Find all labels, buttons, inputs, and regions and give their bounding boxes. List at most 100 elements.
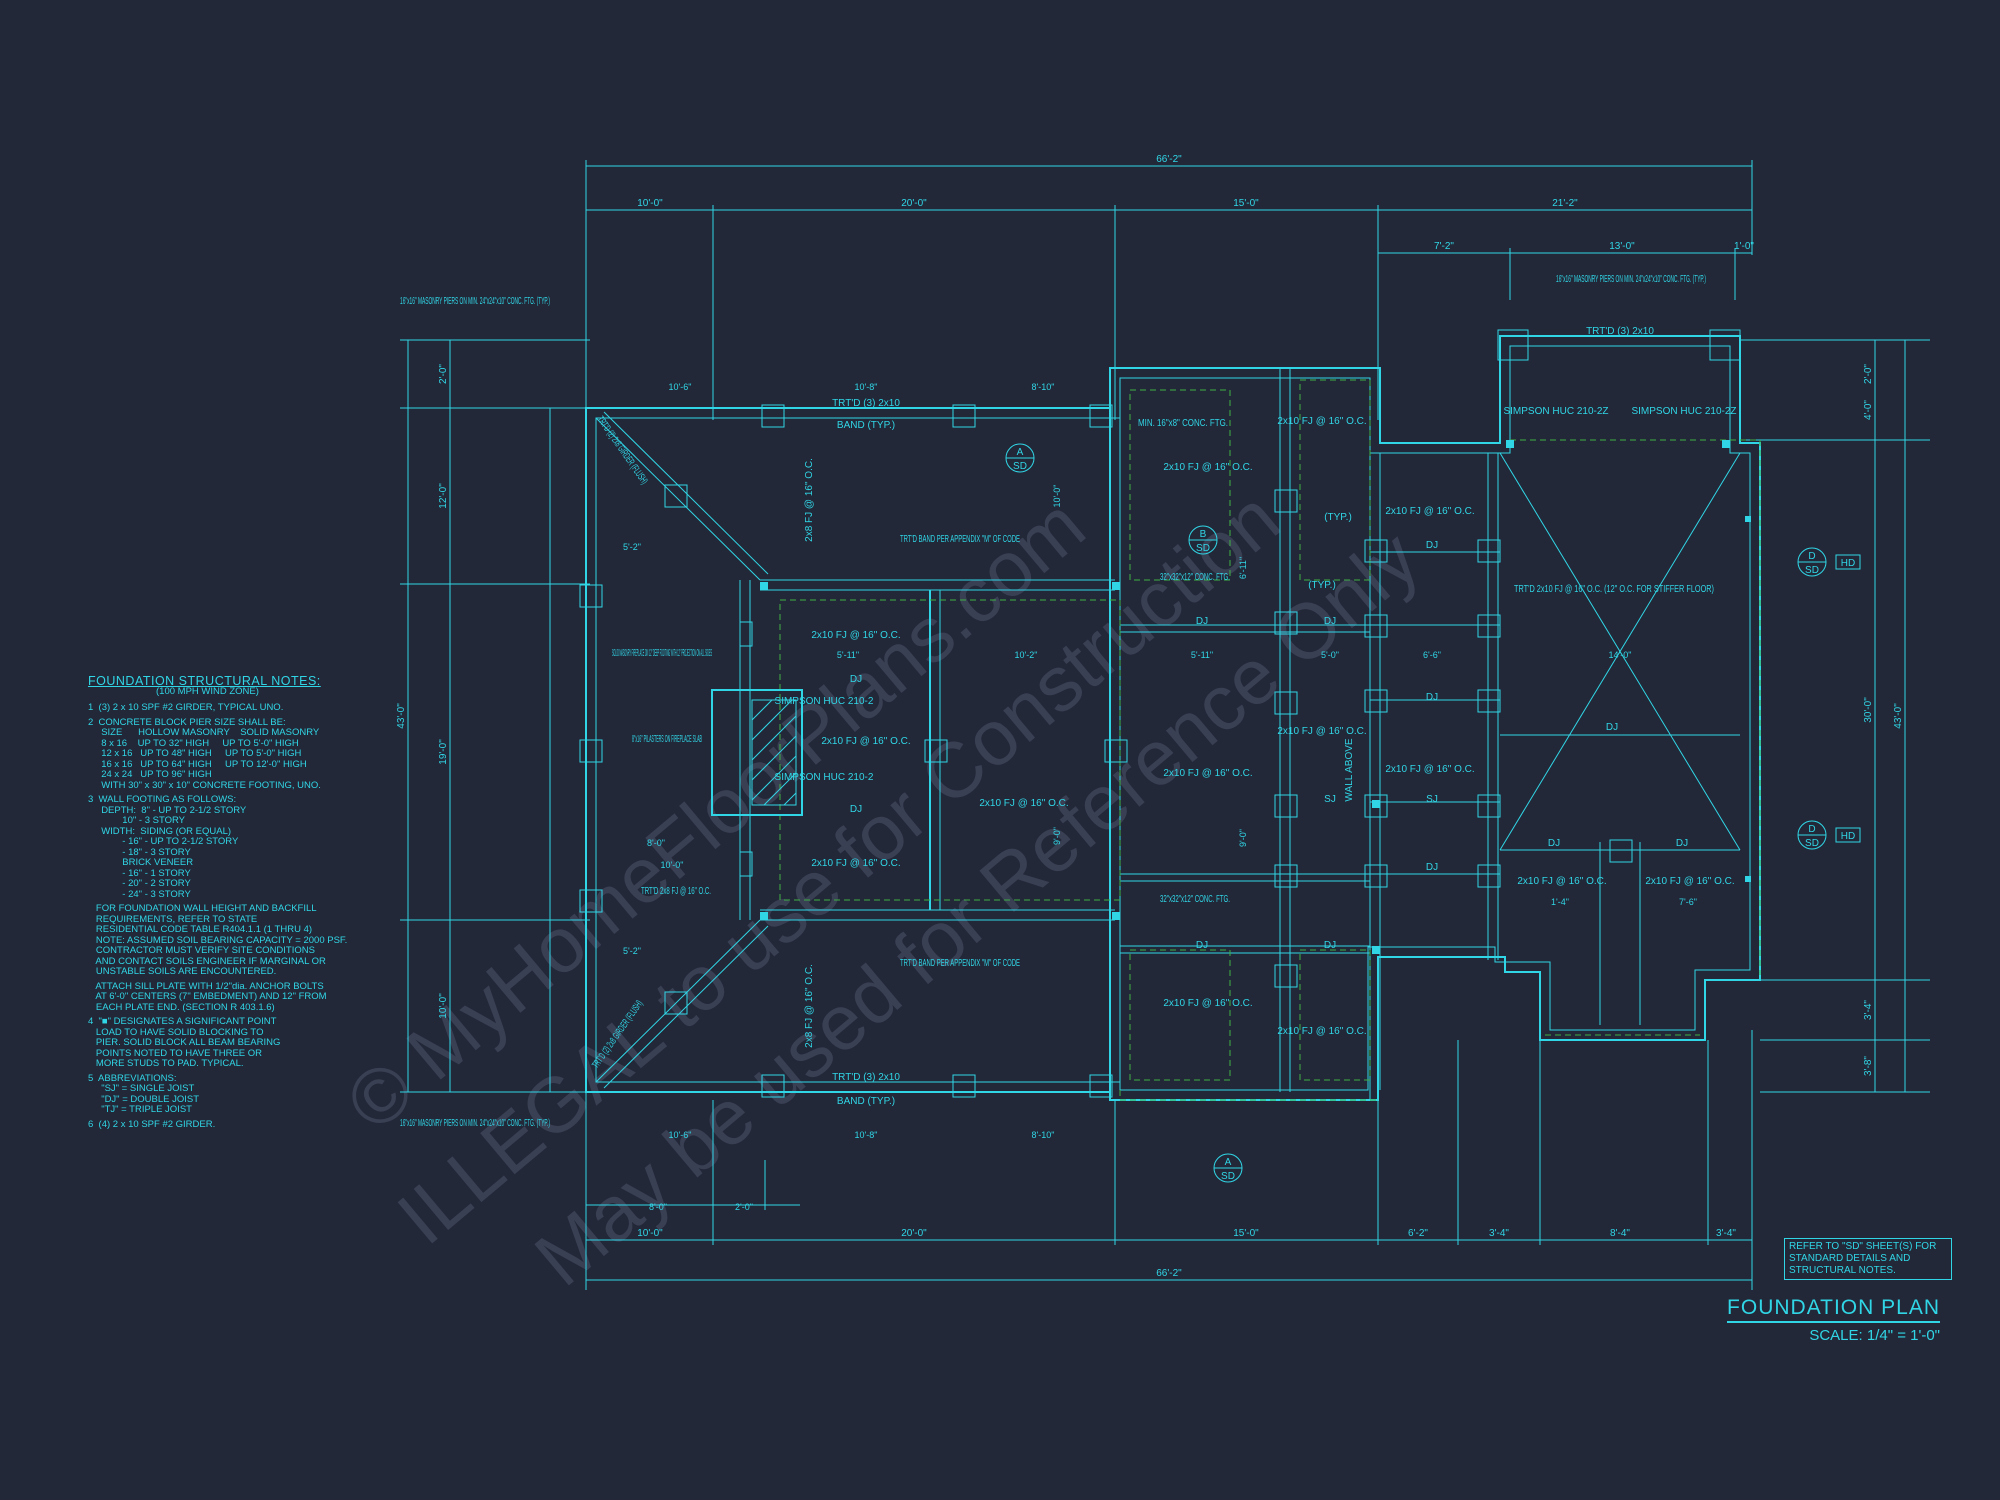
dim-inner-3: 8'-10" [1032,382,1055,392]
dim-top-right-1: 7'-2" [1434,241,1454,252]
dim-bottom-7: 3'-4" [1716,1228,1736,1239]
label-fj-8: 2x10 FJ @ 16" O.C. [1277,416,1366,427]
section-marker-d-top[interactable]: D SD HD [1797,547,1861,577]
label-fj-2: 2x10 FJ @ 16" O.C. [821,736,910,747]
dim-bottom-2: 20'-0" [901,1228,927,1239]
fireplace [711,621,803,877]
section-d-tag: HD [1841,558,1855,569]
label-girder-flush-top: TRT'D (2) 2x8 GIRDER (FLUSH) [595,415,650,487]
dim-inner-20: 1'-4" [1551,897,1569,907]
label-simpson-2: SIMPSON HUC 210-2 [775,772,874,783]
dim-inner-10: 10'-0" [661,860,684,870]
label-fj-14: 2x10 FJ @ 16" O.C. [1645,876,1734,887]
note-item-5: 5 ABBREVIATIONS: "SJ" = SINGLE JOIST "DJ… [88,1072,200,1115]
label-piers-top-right: 16"x16" MASONRY PIERS ON MIN. 24"x24"x10… [1556,274,1706,285]
dim-inner-19: 6'-11" [1238,557,1248,579]
label-dj-10: DJ [1606,722,1618,733]
label-fj-1: 2x10 FJ @ 16" O.C. [811,630,900,641]
section-d-tag-bottom: HD [1841,831,1855,842]
dim-right-seg-4: 3'-4" [1863,1000,1874,1020]
dim-bottom-3: 15'-0" [1233,1228,1259,1239]
dim-overall-top: 66'-2" [1156,154,1182,165]
label-sj-2: SJ [1426,794,1438,805]
label-trtd-bottom: TRT'D (3) 2x10 [832,1072,900,1083]
section-marker-b[interactable]: B SD [1188,525,1218,555]
label-fj-7: 2x10 FJ @ 16" O.C. [1163,998,1252,1009]
reference-note-text: REFER TO "SD" SHEET(S) FOR STANDARD DETA… [1789,1241,1937,1276]
label-fj-stiffer: TRT'D 2x10 FJ @ 16" O.C. (12" O.C. FOR S… [1514,584,1714,595]
reference-note-box: REFER TO "SD" SHEET(S) FOR STANDARD DETA… [1784,1238,1952,1280]
section-marker-d-bottom[interactable]: D SD HD [1797,820,1861,850]
label-trtd-top: TRT'D (3) 2x10 [832,398,900,409]
section-marker-a-bottom[interactable]: A SD [1213,1153,1243,1183]
section-d-sheet: SD [1805,565,1819,576]
section-marker-a-top[interactable]: A SD [1005,443,1035,473]
dim-inner-7: 8'-10" [1032,1130,1055,1140]
label-band-bottom: BAND (TYP.) [837,1096,895,1107]
dim-inner-23: 5'-0" [1321,650,1339,660]
dim-left-seg-4: 10'-0" [438,993,449,1019]
label-min-ftg: MIN. 16"x8" CONC. FTG. [1138,418,1228,429]
dim-inner-14: 10'-2" [1015,650,1038,660]
dim-inner-4: 5'-2" [623,542,641,552]
dim-right-seg-5: 3'-8" [1863,1056,1874,1076]
note-item-2: 2 CONCRETE BLOCK PIER SIZE SHALL BE: SIZ… [88,716,321,791]
dim-inner-15: 9'-0" [1052,827,1062,845]
plan-title: FOUNDATION PLAN [1727,1296,1940,1323]
dim-bottom-1: 10'-0" [637,1228,663,1239]
label-ftg-32-bottom: 32"x32"x12" CONC. FTG. [1160,894,1230,905]
dim-inner-5: 10'-6" [669,1130,692,1140]
section-b-id: B [1200,529,1207,540]
label-fj-5: 2x10 FJ @ 16" O.C. [1163,462,1252,473]
dim-left-seg-1: 2'-0" [438,364,449,384]
label-fj-12: 2x10 FJ @ 16" O.C. [1385,764,1474,775]
note-item-3b: ATTACH SILL PLATE WITH 1/2"dia. ANCHOR B… [95,980,327,1013]
note-item-6: 6 (4) 2 x 10 SPF #2 GIRDER. [88,1118,216,1130]
label-fj-2x8-bottom: 2x8 FJ @ 16" O.C. [804,964,815,1048]
label-dj-1: DJ [850,674,862,685]
label-fj-11: 2x10 FJ @ 16" O.C. [1385,506,1474,517]
note-item-1: 1 (3) 2 x 10 SPF #2 GIRDER, TYPICAL UNO. [88,702,284,713]
dim-inner-9: 2'-0" [735,1202,753,1212]
label-fj-10: 2x10 FJ @ 16" O.C. [1277,1026,1366,1037]
section-d-id: D [1808,551,1815,562]
label-piers-bottom-left: 16"x16" MASONRY PIERS ON MIN. 24"x24"x10… [400,1118,550,1129]
label-fj-13: 2x10 FJ @ 16" O.C. [1517,876,1606,887]
dim-bottom-4: 6'-2" [1408,1228,1428,1239]
label-dj-11: DJ [1548,838,1560,849]
dim-overall-bottom: 66'-2" [1156,1268,1182,1279]
label-dj-3: DJ [1196,616,1208,627]
label-trtd-2x8-fj: TRT'D 2x8 FJ @ 16" O.C. [641,886,711,897]
label-trtd-right: TRT'D (3) 2x10 [1586,326,1654,337]
foundation-structural-notes: FOUNDATION STRUCTURAL NOTES: (100 MPH WI… [88,674,388,1130]
note-item-3: 3 WALL FOOTING AS FOLLOWS: DEPTH: 8" - U… [88,794,247,900]
dim-inner-2: 10'-8" [855,382,878,392]
label-fj-6: 2x10 FJ @ 16" O.C. [1163,768,1252,779]
dim-inner-12: 5'-2" [623,946,641,956]
label-fj-9: 2x10 FJ @ 16" O.C. [1277,726,1366,737]
watermark: © MyHomeFloorPlans.com ILLEGAL to use fo… [330,474,1436,1303]
section-a-sheet-bottom: SD [1221,1171,1235,1182]
plan-scale: SCALE: 1/4" = 1'-0" [1809,1327,1940,1344]
label-dj-12: DJ [1676,838,1688,849]
label-trtd-band-top: TRT'D BAND PER APPENDIX "M" OF CODE [900,534,1020,545]
dim-inner-8: 8'-0" [649,1202,667,1212]
dim-inner-17: 5'-11" [1191,650,1213,660]
section-d-id-bottom: D [1808,824,1815,835]
label-fj-2x8-top: 2x8 FJ @ 16" O.C. [804,458,815,542]
dim-right-seg-3: 30'-0" [1863,697,1874,723]
dim-inner-18: 9'-0" [1238,829,1248,847]
label-wall-above: WALL ABOVE [1344,738,1355,802]
label-pilasters: 8"x16" PILASTERS ON FIREPLACE SLAB [632,734,702,745]
label-fj-4: 2x10 FJ @ 16" O.C. [979,798,1068,809]
section-a-sheet: SD [1013,461,1027,472]
dim-top-right-2: 13'-0" [1609,241,1635,252]
dimension-labels: 66'-2" 66'-2" 10'-0" 20'-0" 15'-0" 21'-2… [396,154,1904,1279]
notes-title: FOUNDATION STRUCTURAL NOTES: [88,674,321,688]
label-typ-2: (TYP.) [1308,580,1336,591]
label-fj-3: 2x10 FJ @ 16" O.C. [811,858,900,869]
label-dj-8: DJ [1426,692,1438,703]
dim-right-seg-1: 2'-0" [1863,364,1874,384]
dim-inner-1: 10'-6" [669,382,692,392]
